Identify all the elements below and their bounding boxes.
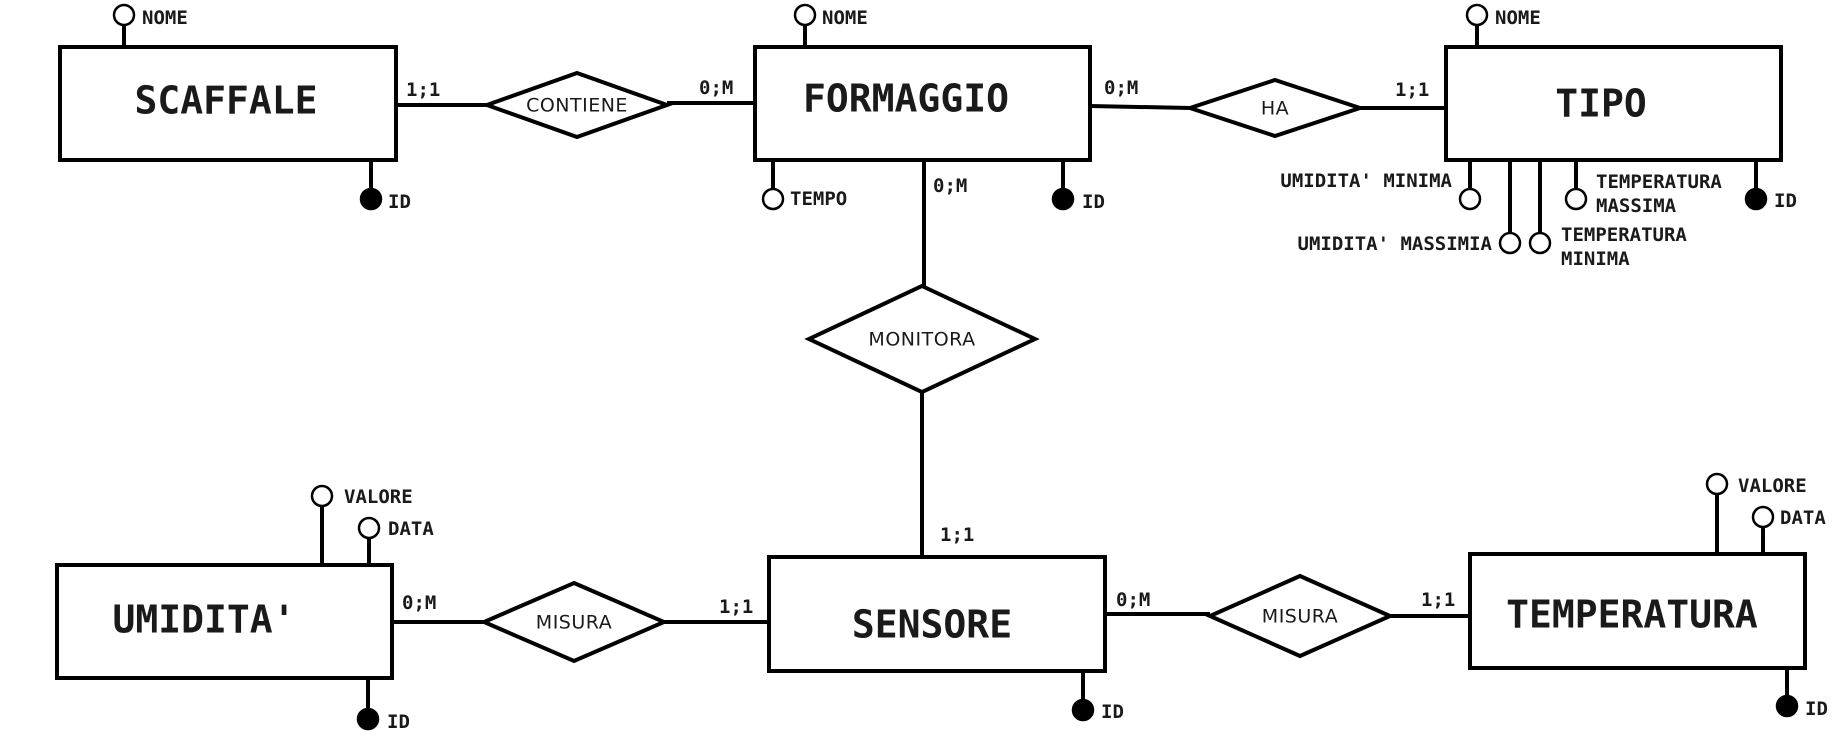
attribute-label-scaffale_nome: NOME <box>142 7 188 29</box>
entity-box <box>1468 552 1807 670</box>
entity-label: FORMAGGIO <box>803 77 1009 121</box>
attribute-icon <box>1705 472 1729 496</box>
attribute-icon <box>761 187 785 211</box>
attribute-label-formaggio_tempo: TEMPO <box>790 188 847 210</box>
entity-umidita[interactable]: UMIDITA' <box>55 563 394 680</box>
attribute-icon <box>1465 3 1489 27</box>
entity-box <box>1444 45 1783 162</box>
attribute-label-temperatura_valore: VALORE <box>1738 475 1807 497</box>
entity-label: SENSORE <box>852 603 1012 647</box>
relationship-misura_umidita[interactable]: MISURA <box>478 580 670 664</box>
relationship-label: MISURA <box>536 612 612 634</box>
attribute-icon <box>793 3 817 27</box>
attribute-label-temperatura_id: ID <box>1805 698 1828 720</box>
attribute-label-sensore_id: ID <box>1101 701 1124 723</box>
entity-label: SCAFFALE <box>134 79 317 123</box>
attribute-label-umidita_id: ID <box>387 711 410 733</box>
key-attribute-icon <box>1775 694 1799 718</box>
entity-label: TEMPERATURA <box>1506 593 1758 637</box>
key-attribute-icon <box>1071 698 1095 722</box>
attribute-label-tipo_nome: NOME <box>1495 7 1541 29</box>
entity-box <box>767 555 1107 673</box>
key-attribute-icon <box>359 187 383 211</box>
key-attribute-icon <box>1051 187 1075 211</box>
attribute-label-scaffale_id: ID <box>388 191 411 213</box>
attribute-icon <box>1564 187 1588 211</box>
relationship-contiene[interactable]: CONTIENE <box>481 70 673 140</box>
attribute-icon <box>1528 231 1552 255</box>
relationship-label: MISURA <box>1262 606 1338 628</box>
relationship-label: HA <box>1261 98 1289 120</box>
attribute-label-formaggio_id: ID <box>1082 191 1105 213</box>
relationship-diamond <box>1183 77 1367 139</box>
cardinality-umidita_misura: 0;M <box>402 592 436 614</box>
entities: SCAFFALE FORMAGGIO TIPO UMIDITA' SENSORE TEMP… <box>55 45 1807 680</box>
entity-temperatura[interactable]: TEMPERATURA <box>1468 552 1807 670</box>
key-attribute-icon <box>1744 187 1768 211</box>
cardinality-formaggio_ha: 0;M <box>1104 77 1138 99</box>
attribute-label-temperatura_data: DATA <box>1780 507 1826 529</box>
attribute-label-tipo_id: ID <box>1774 190 1797 212</box>
cardinality-ha_tipo: 1;1 <box>1395 79 1429 101</box>
connector-formaggio_ha <box>1089 104 1191 110</box>
attribute-icon <box>310 484 334 508</box>
relationship-diamond <box>804 283 1040 395</box>
entity-sensore[interactable]: SENSORE <box>767 555 1107 673</box>
relationships: CONTIENE HA MONITORA MISURA MISURA <box>478 70 1395 664</box>
relationship-label: MONITORA <box>868 329 975 351</box>
connectors <box>392 101 1470 624</box>
cardinality-sensore_misura: 0;M <box>1116 589 1150 611</box>
attribute-label-line: TEMPERATURA <box>1596 171 1722 193</box>
attribute-icon <box>1458 187 1482 211</box>
entity-box <box>55 563 394 680</box>
attribute-label-line: MINIMA <box>1561 248 1630 270</box>
attribute-label-umidita_valore: VALORE <box>344 486 413 508</box>
relationship-misura_temperatura[interactable]: MISURA <box>1205 573 1395 659</box>
cardinality-scaffale_contiene: 1;1 <box>406 79 440 101</box>
attribute-icon <box>112 3 136 27</box>
attribute-icon <box>1498 231 1522 255</box>
entity-tipo[interactable]: TIPO <box>1444 45 1783 162</box>
attribute-label-umidita_data: DATA <box>388 518 434 540</box>
relationship-diamond <box>1205 573 1395 659</box>
attribute-label-line: MASSIMA <box>1596 195 1677 217</box>
attribute-icon <box>357 516 381 540</box>
cardinality-misura_sensore: 1;1 <box>719 596 753 618</box>
cardinality-misura_temperatura_link: 1;1 <box>1421 589 1455 611</box>
relationship-monitora[interactable]: MONITORA <box>804 283 1040 395</box>
entity-box <box>753 45 1092 162</box>
entity-formaggio[interactable]: FORMAGGIO <box>753 45 1092 162</box>
attribute-label-tipo_umidita_massimia: UMIDITA' MASSIMIA <box>1298 233 1493 255</box>
relationship-diamond <box>478 580 670 664</box>
attributes: NOME ID NOME TEMPO ID NOME UMIDITA' MINIMA UMID… <box>112 3 1828 733</box>
cardinality-contiene_formaggio: 0;M <box>699 77 733 99</box>
attribute-label-tipo_umidita_minima: UMIDITA' MINIMA <box>1280 170 1452 192</box>
relationship-ha[interactable]: HA <box>1183 77 1367 139</box>
attribute-icon <box>1751 505 1775 529</box>
entity-label: UMIDITA' <box>112 598 295 642</box>
key-attribute-icon <box>356 707 380 731</box>
relationship-diamond <box>481 70 673 140</box>
cardinalities: 1;1 0;M 0;M 1;1 0;M 1;1 0;M 1;1 0;M 1;1 <box>402 77 1455 618</box>
entity-box <box>58 45 398 162</box>
entity-label: TIPO <box>1555 82 1647 126</box>
attribute-label-line: TEMPERATURA <box>1561 224 1687 246</box>
cardinality-monitora_sensore: 1;1 <box>940 524 974 546</box>
attribute-label-formaggio_nome: NOME <box>822 7 868 29</box>
relationship-label: CONTIENE <box>526 95 628 117</box>
entity-scaffale[interactable]: SCAFFALE <box>58 45 398 162</box>
cardinality-formaggio_monitora: 0;M <box>933 175 967 197</box>
